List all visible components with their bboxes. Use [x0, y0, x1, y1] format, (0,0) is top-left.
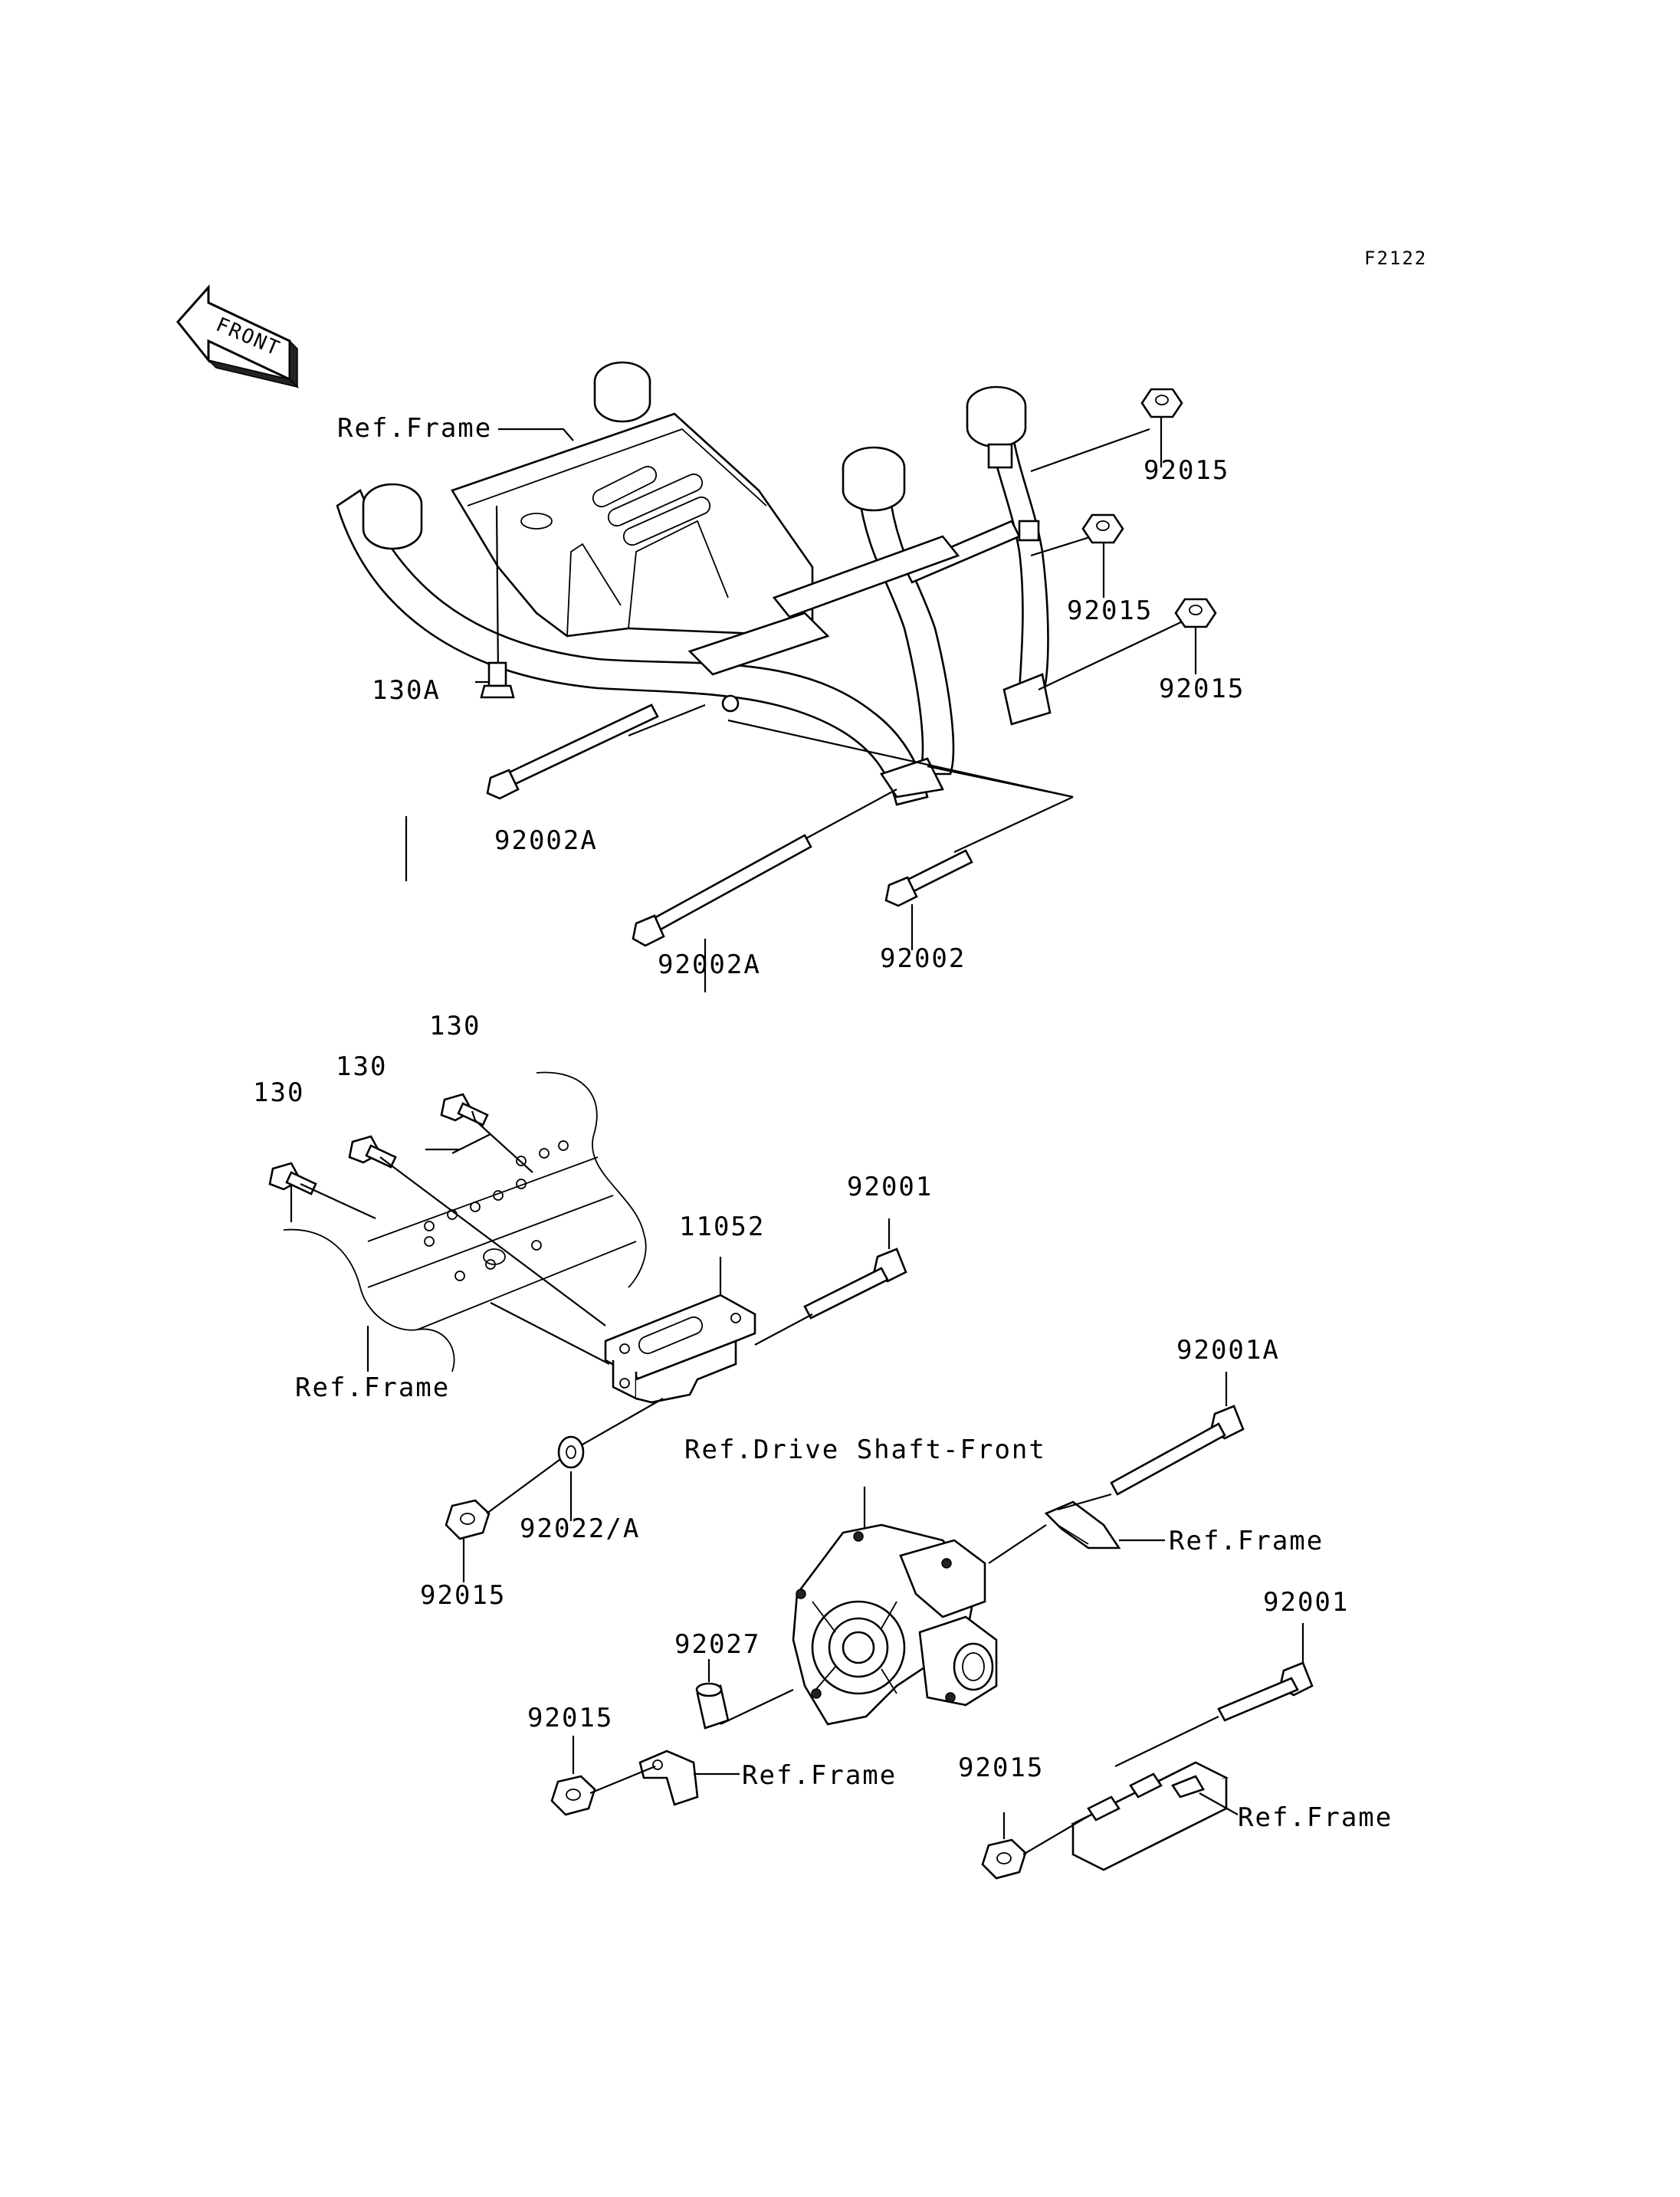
label-92001A: 92001A	[1176, 1335, 1280, 1366]
mid-leader-lines	[290, 1110, 891, 1582]
bolt-92001-b	[1217, 1661, 1314, 1722]
label-ref-frame-right: Ref.Frame	[1169, 1526, 1324, 1556]
label-ref-frame-bottom: Ref.Frame	[1238, 1802, 1393, 1833]
nut-92015-e	[550, 1775, 596, 1816]
front-arrow-icon: FRONT	[176, 284, 300, 389]
frame-bracket-bottom	[1071, 1761, 1229, 1871]
label-130-a: 130	[253, 1077, 304, 1108]
label-92002A-a: 92002A	[494, 825, 598, 856]
top-fasteners	[480, 388, 1217, 947]
nut-92015-d	[445, 1499, 491, 1540]
top-leader-lines	[405, 408, 1197, 992]
lower-fasteners	[550, 1405, 1314, 1880]
frame-assembly	[336, 361, 1052, 806]
label-92022A: 92022/A	[520, 1513, 640, 1544]
bolt-130-b	[348, 1135, 397, 1169]
washer-92022A	[557, 1435, 585, 1469]
label-92015-b: 92015	[1067, 595, 1153, 626]
label-92015-f: 92015	[958, 1753, 1044, 1783]
diagram-code: F2122	[1364, 248, 1427, 269]
bolt-92002A-b	[632, 834, 812, 947]
nut-92015-b	[1081, 513, 1124, 544]
bolt-92002	[884, 849, 973, 907]
bolt-130-c	[440, 1093, 489, 1126]
bolt-92001-a	[803, 1248, 907, 1320]
label-92027: 92027	[674, 1629, 760, 1660]
lower-leader-lines	[572, 1372, 1304, 1855]
label-ref-frame-top: Ref.Frame	[337, 413, 492, 444]
bolt-92002A-a	[486, 703, 659, 800]
spacer-92027	[695, 1682, 730, 1730]
label-ref-drive-shaft: Ref.Drive Shaft-Front	[684, 1435, 1046, 1465]
label-11052: 11052	[679, 1212, 765, 1242]
nut-92015-f	[981, 1838, 1027, 1880]
label-ref-frame-mid: Ref.Frame	[295, 1372, 450, 1403]
label-92015-a: 92015	[1144, 455, 1229, 486]
label-130-c: 130	[429, 1011, 481, 1041]
label-92001-a: 92001	[847, 1172, 933, 1202]
label-130A: 130A	[372, 675, 441, 706]
label-92002: 92002	[880, 943, 966, 974]
nut-92015-a	[1140, 388, 1183, 418]
frame-section-mid	[283, 1071, 647, 1372]
mount-bracket-11052	[604, 1294, 756, 1404]
label-92002A-b: 92002A	[658, 949, 761, 980]
bolt-130A	[480, 661, 515, 699]
bolt-92001A	[1110, 1405, 1245, 1496]
label-92001-b: 92001	[1263, 1587, 1349, 1618]
bolt-130-a	[268, 1162, 317, 1195]
label-92015-d: 92015	[420, 1580, 506, 1611]
label-92015-c: 92015	[1159, 674, 1245, 704]
front-differential	[792, 1523, 998, 1726]
label-ref-frame-low: Ref.Frame	[742, 1760, 897, 1791]
nut-92015-c	[1174, 598, 1217, 628]
label-92015-e: 92015	[527, 1703, 613, 1733]
label-130-b: 130	[336, 1051, 387, 1082]
frame-bracket-low	[638, 1749, 699, 1806]
frame-bracket-right	[1044, 1500, 1121, 1549]
